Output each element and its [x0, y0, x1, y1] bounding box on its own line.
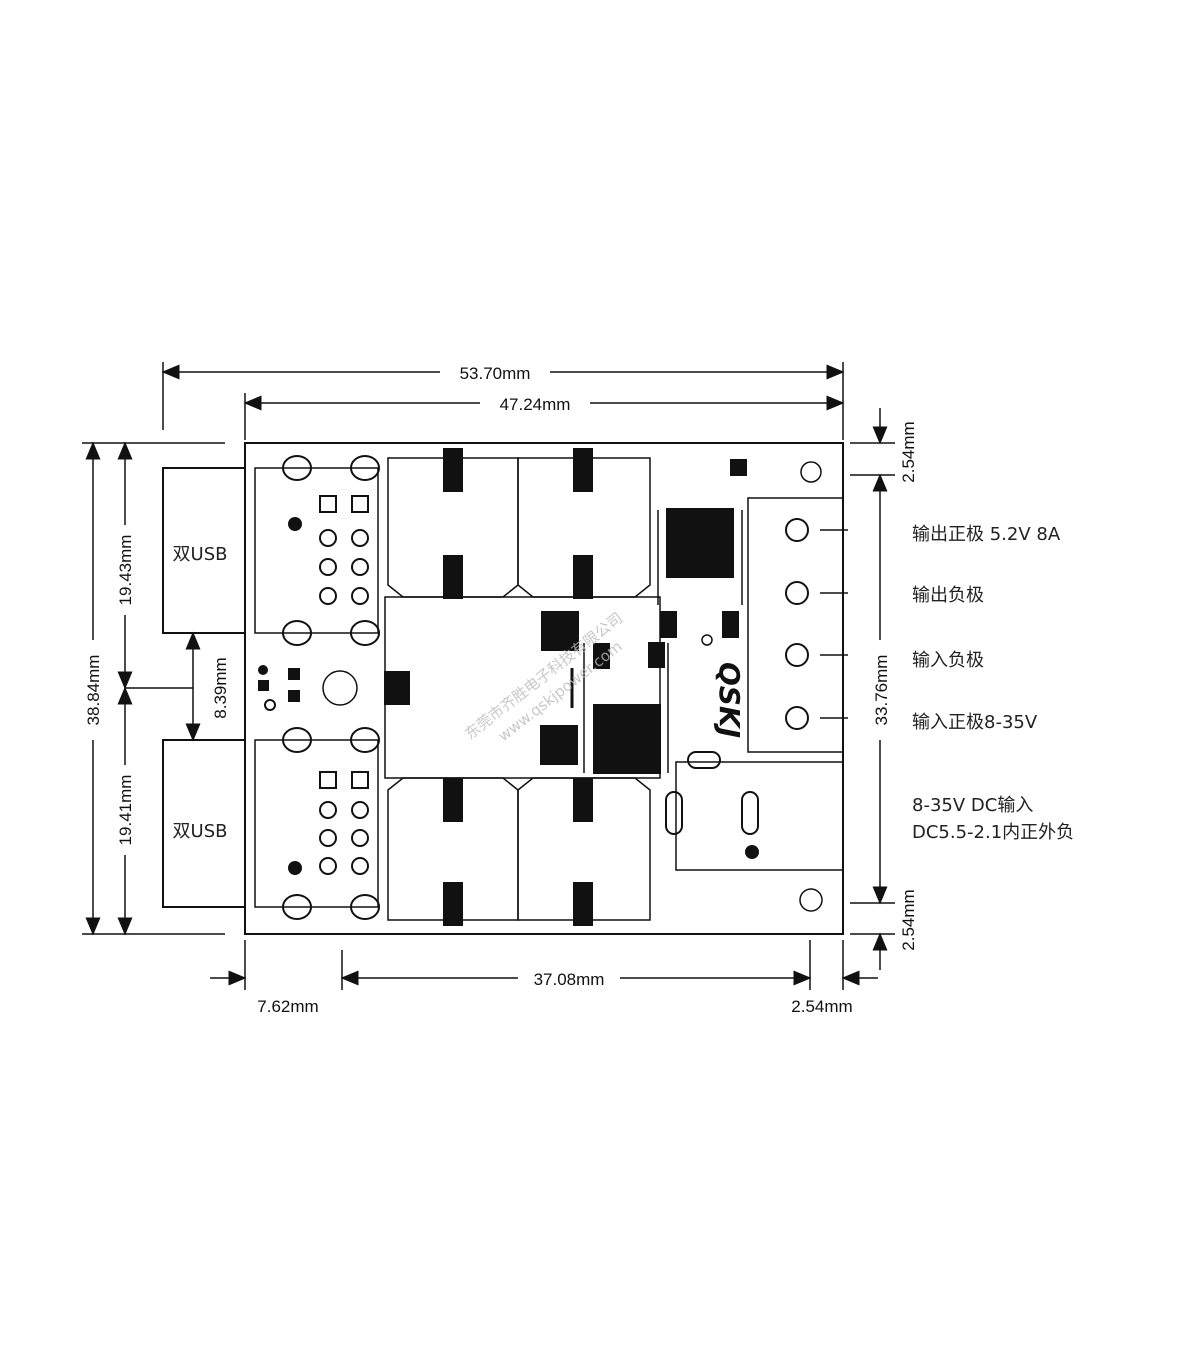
svg-text:33.76mm: 33.76mm [872, 655, 891, 726]
usb-footprint-bottom [254, 727, 380, 920]
usb-housing-top [162, 467, 246, 634]
dim-overall-height: 38.84mm [82, 441, 225, 936]
svg-text:7.62mm: 7.62mm [257, 997, 318, 1016]
svg-text:19.43mm: 19.43mm [116, 535, 135, 606]
usb-label-bottom: 双USB [173, 821, 228, 842]
dc-jack-label-line2: DC5.5-2.1内正外负 [912, 822, 1074, 843]
terminal-label-input-positive: 输入正极8-35V [912, 712, 1038, 733]
svg-text:2.54mm: 2.54mm [899, 889, 918, 950]
terminal-label-output-negative: 输出负极 [912, 585, 984, 606]
converter-section [384, 459, 747, 779]
dim-right-bottom-margin: 2.54mm [850, 889, 918, 970]
svg-text:QSKJ: QSKJ [713, 662, 746, 738]
dim-overall-width: 53.70mm [161, 362, 845, 440]
dc-jack-label-line1: 8-35V DC输入 [912, 795, 1033, 816]
dim-left-offset: 7.62mm [210, 940, 319, 1016]
svg-text:38.84mm: 38.84mm [84, 655, 103, 726]
svg-text:37.08mm: 37.08mm [534, 970, 605, 989]
svg-text:8.39mm: 8.39mm [211, 657, 230, 718]
dim-terminal-span: 33.76mm [872, 473, 891, 905]
usb-label-top: 双USB [173, 544, 228, 565]
terminal-block [747, 461, 848, 912]
dc-jack [665, 751, 843, 871]
usb-footprint-top [254, 455, 380, 646]
svg-text:2.54mm: 2.54mm [791, 997, 852, 1016]
dim-board-width: 47.24mm [243, 393, 845, 440]
dim-usb-bottom-height: 19.41mm [116, 686, 135, 936]
svg-text:19.41mm: 19.41mm [116, 775, 135, 846]
terminal-label-input-negative: 输入负极 [912, 650, 984, 671]
dim-right-top-margin: 2.54mm [850, 408, 918, 483]
svg-text:2.54mm: 2.54mm [899, 421, 918, 482]
usb-housing-bottom [162, 739, 246, 908]
svg-text:53.70mm: 53.70mm [460, 364, 531, 383]
qskj-logo: QSKJ [713, 662, 746, 738]
dim-usb-top-height: 19.43mm [116, 441, 135, 690]
terminal-label-output-positive: 输出正极 5.2V 8A [912, 524, 1061, 545]
dim-hole-spacing: 37.08mm [340, 940, 812, 990]
dim-usb-gap: 8.39mm [125, 631, 230, 742]
dim-right-offset: 2.54mm [791, 940, 878, 1016]
svg-text:47.24mm: 47.24mm [500, 395, 571, 414]
led-and-button [258, 665, 410, 711]
